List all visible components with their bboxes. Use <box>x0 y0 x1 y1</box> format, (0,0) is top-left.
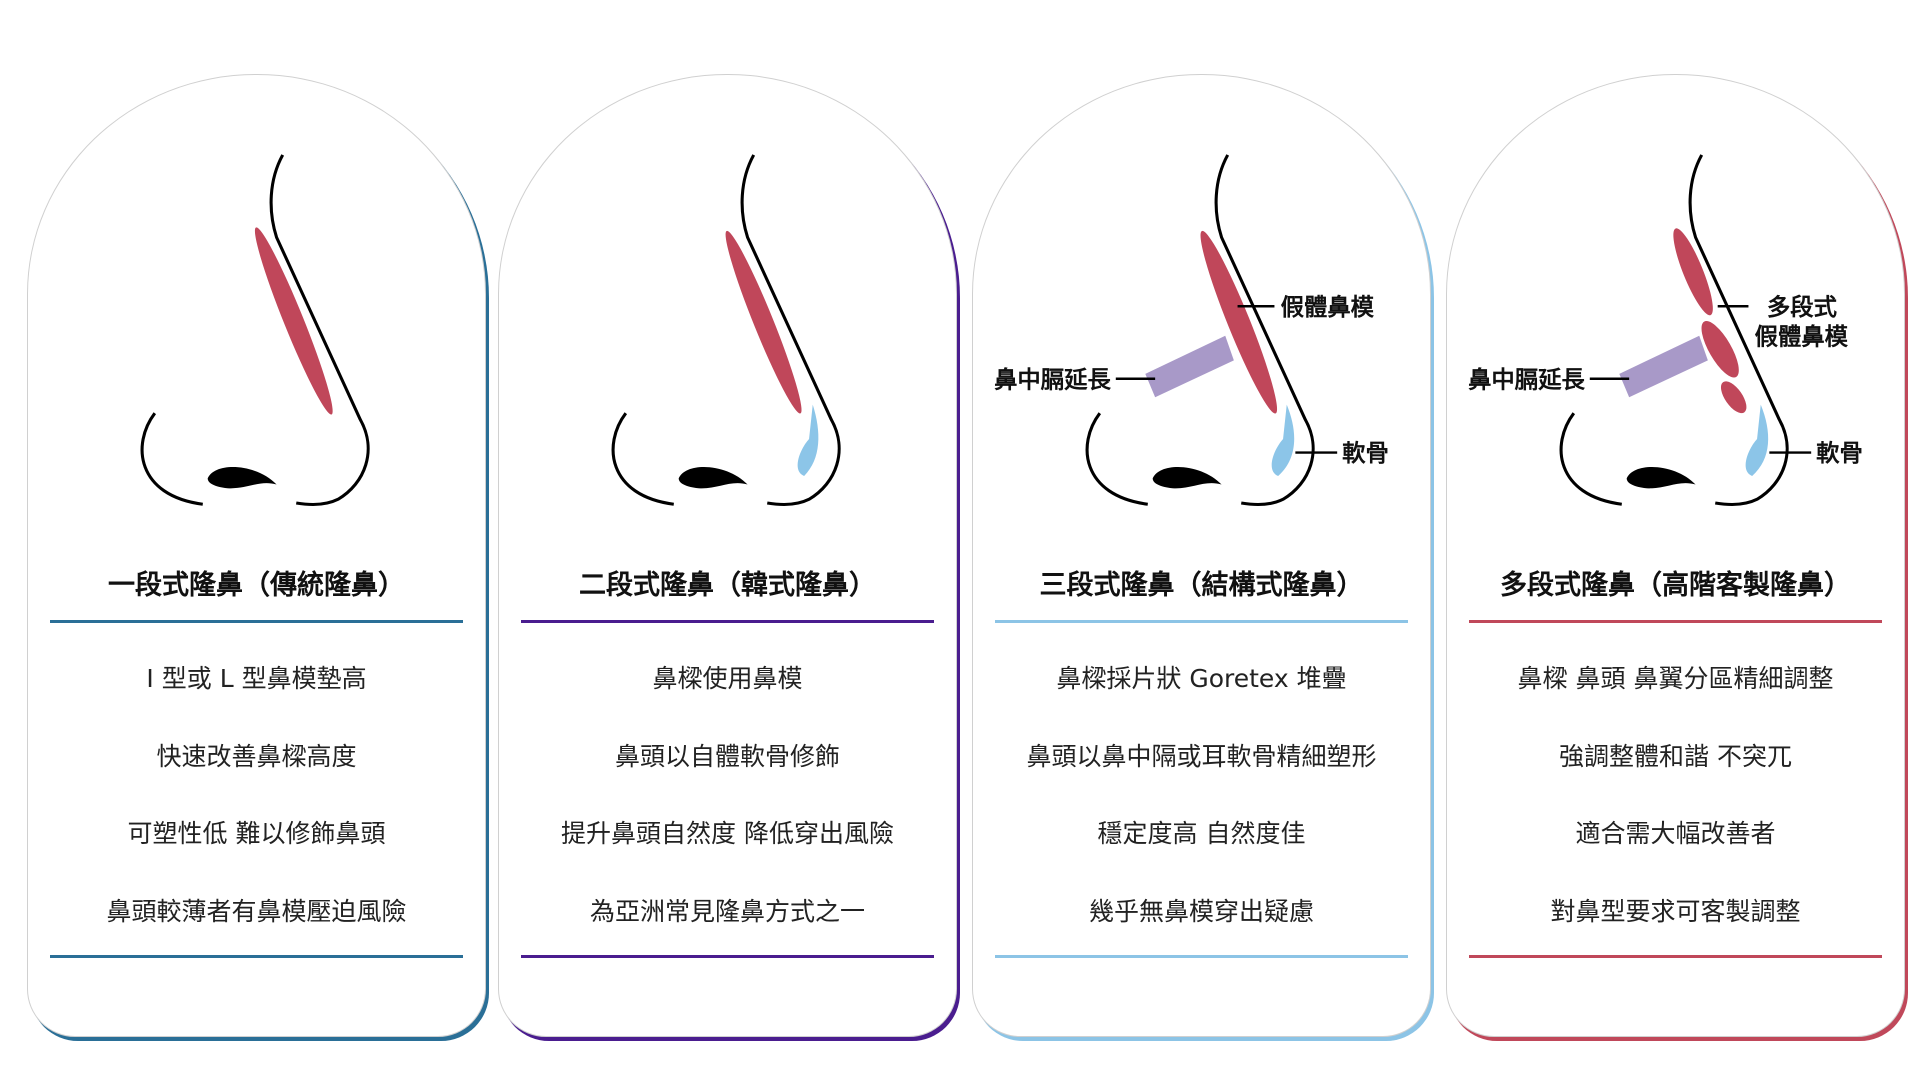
card-title: 三段式隆鼻（結構式隆鼻） <box>1039 570 1364 601</box>
nose-ala <box>611 412 674 506</box>
septum-extension <box>1619 335 1708 398</box>
cartilage-label: 軟骨 <box>1342 439 1389 467</box>
feature-item: 提升鼻頭自然度 降低穿出風險 <box>561 819 894 848</box>
feature-item: 鼻樑使用鼻模 <box>652 664 803 693</box>
nose-diagram: 多段式 假體鼻模 鼻中膈延長 軟骨 <box>1468 154 1863 507</box>
divider <box>521 955 934 958</box>
implant <box>254 227 333 415</box>
divider <box>1469 955 1882 958</box>
implant-segment <box>1673 228 1713 316</box>
septum-label: 鼻中膈延長 <box>994 365 1111 393</box>
feature-item: 可塑性低 難以修飾鼻頭 <box>127 819 386 848</box>
card-title: 一段式隆鼻（傳統隆鼻） <box>108 570 405 601</box>
implant-segment <box>1720 381 1747 414</box>
nostril <box>678 466 748 489</box>
divider <box>50 955 463 958</box>
nose-diagram: 假體鼻模 鼻中膈延長 軟骨 <box>994 154 1389 507</box>
rhinoplasty-card: 多段式 假體鼻模 鼻中膈延長 軟骨 多段式隆鼻（高階客製隆鼻） 鼻樑 鼻頭 鼻翼… <box>1446 74 1905 1037</box>
divider <box>995 955 1408 958</box>
cartilage <box>797 404 819 476</box>
implant-segment <box>1701 321 1739 378</box>
feature-item: 鼻樑 鼻頭 鼻翼分區精細調整 <box>1517 664 1834 693</box>
nose-outline <box>269 154 370 507</box>
feature-item: I 型或 L 型鼻模墊高 <box>146 664 367 693</box>
feature-item: 強調整體和諧 不突兀 <box>1559 742 1792 771</box>
nose-outline <box>740 154 841 507</box>
feature-item: 快速改善鼻樑高度 <box>156 742 357 771</box>
implant <box>725 230 802 414</box>
feature-item: 鼻頭以自體軟骨修飾 <box>614 742 840 771</box>
implant <box>1200 230 1278 414</box>
feature-item: 為亞洲常見隆鼻方式之一 <box>589 897 865 926</box>
septum-label: 鼻中膈延長 <box>1468 365 1585 393</box>
cartilage <box>1271 404 1295 476</box>
septum-extension <box>1145 335 1234 398</box>
nostril <box>1152 466 1222 489</box>
nostril <box>207 466 277 489</box>
feature-item: 鼻頭較薄者有鼻模壓迫風險 <box>106 897 407 926</box>
feature-item: 幾乎無鼻模穿出疑慮 <box>1088 897 1314 926</box>
nose-diagram <box>611 154 841 507</box>
divider <box>995 620 1408 623</box>
implant-label: 多段式 <box>1767 293 1838 321</box>
card-title: 二段式隆鼻（韓式隆鼻） <box>579 570 876 601</box>
feature-item: 鼻樑採片狀 Goretex 堆疊 <box>1056 664 1347 693</box>
nostril <box>1626 466 1696 489</box>
divider <box>50 620 463 623</box>
nose-ala <box>140 412 203 506</box>
cartilage-label: 軟骨 <box>1816 439 1863 467</box>
feature-item: 適合需大幅改善者 <box>1575 819 1776 848</box>
implant-label: 假體鼻模 <box>1755 322 1849 350</box>
feature-item: 穩定度高 自然度佳 <box>1097 819 1306 848</box>
implant-label: 假體鼻模 <box>1281 293 1375 321</box>
cartilage <box>1745 404 1769 476</box>
nose-diagram <box>140 154 370 507</box>
rhinoplasty-card: 一段式隆鼻（傳統隆鼻） I 型或 L 型鼻模墊高快速改善鼻樑高度可塑性低 難以修… <box>27 74 486 1037</box>
nose-ala <box>1559 412 1622 506</box>
divider <box>1469 620 1882 623</box>
rhinoplasty-card: 二段式隆鼻（韓式隆鼻） 鼻樑使用鼻模鼻頭以自體軟骨修飾提升鼻頭自然度 降低穿出風… <box>498 74 957 1037</box>
nose-ala <box>1085 412 1148 506</box>
divider <box>521 620 934 623</box>
card-title: 多段式隆鼻（高階客製隆鼻） <box>1500 570 1851 601</box>
feature-item: 對鼻型要求可客製調整 <box>1550 897 1801 926</box>
rhinoplasty-card: 假體鼻模 鼻中膈延長 軟骨 三段式隆鼻（結構式隆鼻） 鼻樑採片狀 Goretex… <box>972 74 1431 1037</box>
feature-item: 鼻頭以鼻中隔或耳軟骨精細塑形 <box>1026 742 1377 771</box>
